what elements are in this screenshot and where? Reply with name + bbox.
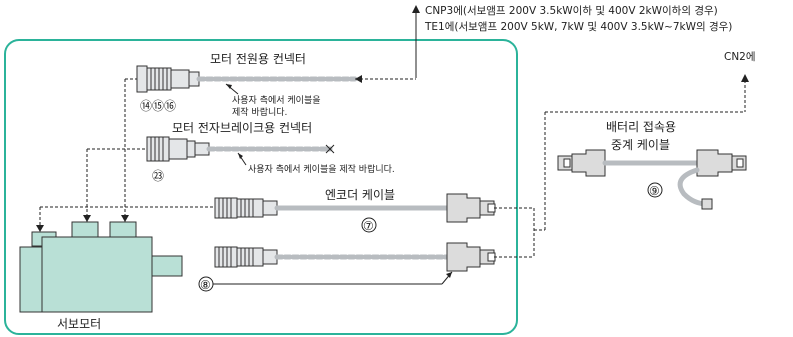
brake-note-arrow	[237, 152, 247, 166]
note-line-2: TE1에(서보앰프 200V 5kW, 7kW 및 400V 3.5kW~7kW…	[424, 20, 732, 33]
cable-8-pointer	[213, 271, 453, 285]
encoder-number-circle	[361, 217, 377, 233]
circular-connector-icon	[136, 65, 200, 93]
battery-part-number: ⑨	[649, 184, 660, 198]
circular-connector-icon	[214, 197, 278, 219]
circular-connector-icon	[146, 136, 210, 162]
d-sub-connector-icon	[446, 193, 496, 223]
brake-cable-end	[325, 144, 335, 154]
encoder-part-number: ⑦	[363, 219, 374, 233]
battery-lead	[677, 167, 713, 210]
battery-cable-label-2: 중계 케이블	[611, 138, 670, 152]
motor-wiring	[36, 78, 215, 232]
d-sub-connector-icon	[557, 149, 606, 177]
brake-note: 사용자 측에서 케이블을 제작 바랍니다.	[248, 164, 395, 175]
servo-motor	[19, 221, 183, 313]
encoder-cable-label: 엔코더 케이블	[325, 188, 395, 202]
circular-connector-icon	[214, 246, 278, 268]
brake-connector-label: 모터 전자브레이크용 컨넥터	[172, 121, 312, 135]
power-connector-label: 모터 전원용 컨넥터	[210, 52, 306, 66]
power-note-line-2: 제작 바랍니다.	[232, 107, 287, 118]
d-sub-connector-icon	[696, 149, 747, 177]
battery-cable-label-1: 배터리 접속용	[606, 120, 676, 134]
brake-part-number: ㉓	[152, 169, 164, 183]
battery-number-circle	[647, 182, 663, 198]
note-line-1: CNP3에(서보앰프 200V 3.5kW이하 및 400V 2kW이하의 경우…	[425, 4, 718, 17]
power-part-numbers: ⑭⑮⑯	[140, 99, 176, 113]
cable-8-part-number: ⑧	[200, 278, 211, 292]
amp-side-wiring	[494, 74, 749, 258]
cn2-label: CN2에	[724, 51, 756, 63]
cable-8-number-circle	[198, 276, 214, 292]
arrow-up-icon	[412, 5, 420, 78]
power-note-arrow	[225, 83, 239, 95]
servo-system-enclosure	[4, 39, 518, 335]
servo-motor-label: 서보모터	[57, 317, 101, 331]
d-sub-connector-icon	[446, 242, 496, 272]
power-note-line-1: 사용자 측에서 케이블을	[232, 95, 321, 106]
power-cable-route	[355, 75, 416, 83]
